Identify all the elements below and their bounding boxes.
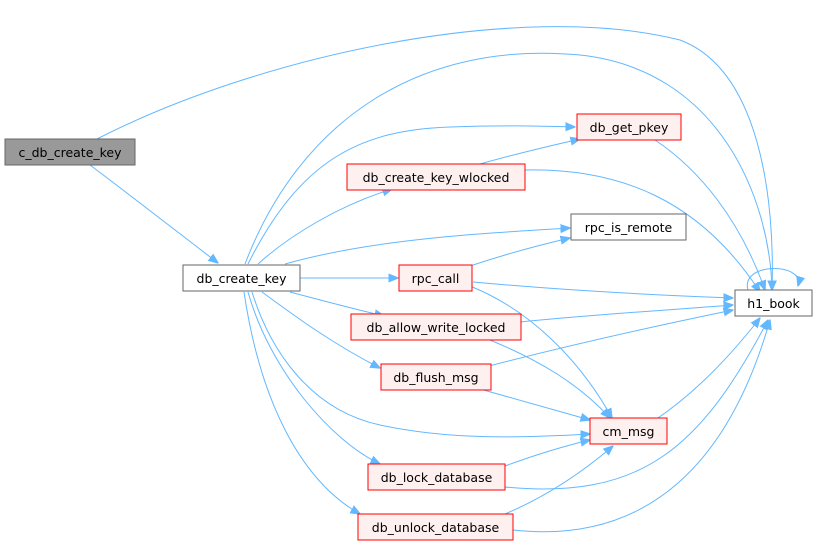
node-label: cm_msg xyxy=(603,424,655,439)
edge-h1_book-self-loop xyxy=(747,268,798,291)
edge-db_allow_write_locked-to-h1_book xyxy=(519,305,733,323)
edge-rpc_call-to-cm_msg xyxy=(469,285,612,418)
node-label: rpc_is_remote xyxy=(585,220,673,235)
node-db_unlock_database[interactable]: db_unlock_database xyxy=(357,513,514,541)
edge-db_lock_database-to-cm_msg xyxy=(504,440,590,467)
node-label: rpc_call xyxy=(412,271,460,286)
edge-db_create_key-to-db_flush_msg xyxy=(261,291,380,368)
node-label: db_create_key xyxy=(197,271,288,286)
node-label: db_lock_database xyxy=(381,470,493,485)
edge-db_allow_write_locked-to-cm_msg xyxy=(484,337,610,418)
edge-db_create_key-to-db_allow_write_locked xyxy=(289,291,384,316)
edge-db_create_key_wlocked-to-db_get_pkey xyxy=(479,139,580,165)
node-rpc_is_remote[interactable]: rpc_is_remote xyxy=(570,213,687,241)
node-db_create_key_wlocked[interactable]: db_create_key_wlocked xyxy=(346,163,526,191)
node-label: db_allow_write_locked xyxy=(367,320,506,335)
node-db_lock_database[interactable]: db_lock_database xyxy=(367,463,506,491)
node-rpc_call[interactable]: rpc_call xyxy=(398,264,473,292)
edge-c_db_create_key-to-db_create_key xyxy=(89,164,218,263)
edges xyxy=(89,26,799,533)
edge-db_flush_msg-to-h1_book xyxy=(484,310,733,368)
node-label: db_flush_msg xyxy=(393,370,478,385)
edge-db_create_key-to-cm_msg xyxy=(251,291,590,437)
node-db_create_key[interactable]: db_create_key xyxy=(182,264,301,292)
node-label: db_get_pkey xyxy=(590,120,669,135)
node-db_flush_msg[interactable]: db_flush_msg xyxy=(380,363,492,391)
edge-db_create_key-to-h1_book-top xyxy=(244,52,772,290)
node-label: h1_book xyxy=(747,296,800,311)
edge-c_db_create_key-to-h1_book xyxy=(94,26,772,290)
node-label: db_unlock_database xyxy=(372,520,500,535)
edge-rpc_call-to-h1_book xyxy=(472,281,733,298)
edge-db_create_key-to-db_get_pkey xyxy=(247,126,575,265)
edge-db_flush_msg-to-cm_msg xyxy=(479,388,590,420)
edge-db_unlock_database-to-h1_book xyxy=(512,320,770,533)
node-cm_msg[interactable]: cm_msg xyxy=(589,417,668,445)
edge-cm_msg-to-h1_book xyxy=(654,318,760,421)
node-h1_book[interactable]: h1_book xyxy=(734,289,813,317)
node-db_allow_write_locked[interactable]: db_allow_write_locked xyxy=(350,313,522,341)
node-label: db_create_key_wlocked xyxy=(363,170,510,185)
edge-rpc_call-to-rpc_is_remote xyxy=(469,238,570,267)
edge-db_create_key-to-db_unlock_database xyxy=(243,291,360,514)
node-db_get_pkey[interactable]: db_get_pkey xyxy=(576,113,682,141)
edge-db_create_key-to-db_lock_database xyxy=(247,291,380,464)
node-label: c_db_create_key xyxy=(18,145,122,160)
node-c_db_create_key[interactable]: c_db_create_key xyxy=(4,138,136,166)
nodes: c_db_create_key db_create_key db_get_pke… xyxy=(4,113,813,541)
edge-db_get_pkey-to-h1_book xyxy=(654,139,765,290)
edge-db_unlock_database-to-cm_msg xyxy=(504,446,613,515)
edge-db_lock_database-to-h1_book xyxy=(504,320,768,490)
edge-db_create_key-to-rpc_is_remote xyxy=(284,228,570,265)
edge-db_create_key-to-db_create_key_wlocked xyxy=(257,189,392,265)
edge-db_create_key_wlocked-to-h1_book xyxy=(524,169,760,292)
